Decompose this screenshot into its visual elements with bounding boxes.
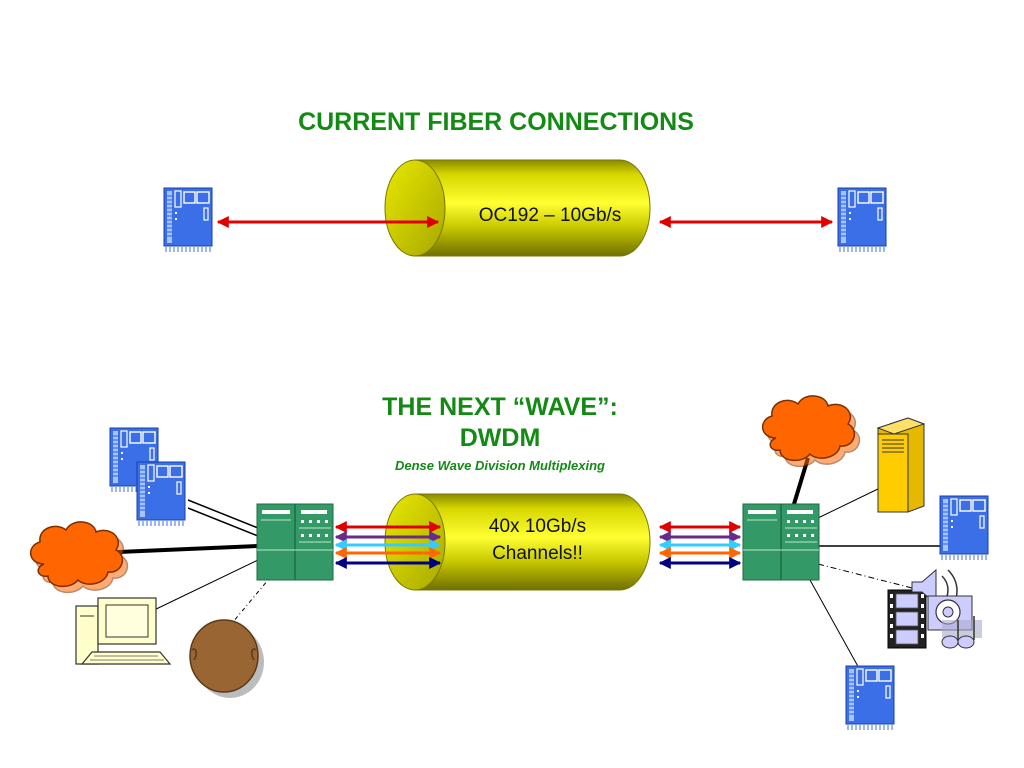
next-wave-title-line2: DWDM xyxy=(459,424,541,452)
next-wave-title: THE NEXT “WAVE”: DWDM xyxy=(320,392,680,454)
dwdm-subtitle: Dense Wave Division Multiplexing xyxy=(395,458,605,473)
server-board-icon xyxy=(939,495,989,561)
server-board-icon xyxy=(163,187,213,253)
multimedia-icon xyxy=(887,568,982,649)
left-connections xyxy=(117,499,269,629)
top-section xyxy=(163,159,887,257)
switch-icon xyxy=(742,503,820,581)
channel-arrows-right xyxy=(658,521,742,569)
next-wave-title-line1: THE NEXT “WAVE”: xyxy=(382,393,618,421)
tower-server-icon xyxy=(876,417,926,513)
server-board-icon xyxy=(845,665,895,731)
cloud-icon xyxy=(29,521,129,594)
fiber-cylinder-icon xyxy=(384,159,651,257)
server-board-icon xyxy=(136,461,186,527)
oc192-link-label: OC192 – 10Gb/s xyxy=(478,205,622,226)
server-board-icon xyxy=(837,187,887,253)
user-head-icon xyxy=(189,619,264,698)
switch-icon xyxy=(256,503,334,581)
desktop-computer-icon xyxy=(75,597,172,665)
channel-arrows-left xyxy=(334,521,442,569)
dwdm-link-label-line2: Channels!! xyxy=(492,543,583,564)
bottom-section xyxy=(29,395,989,731)
dwdm-link-label: 40x 10Gb/s Channels!! xyxy=(455,513,620,567)
cloud-icon xyxy=(761,395,861,468)
dwdm-link-label-line1: 40x 10Gb/s xyxy=(488,516,587,537)
current-fiber-title: CURRENT FIBER CONNECTIONS xyxy=(298,108,694,136)
